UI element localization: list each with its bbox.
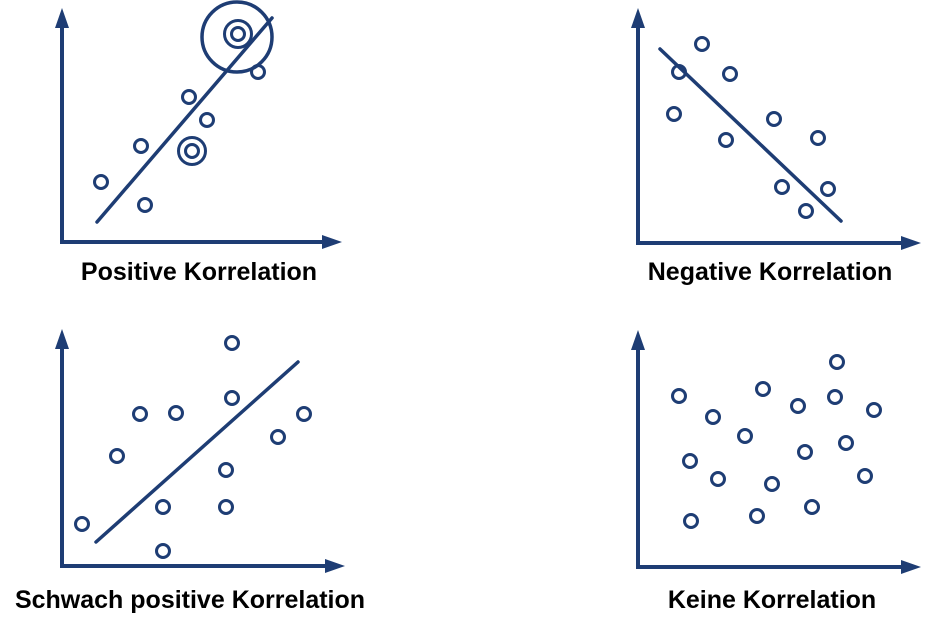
data-point [224,390,240,406]
data-point [168,405,184,421]
data-point [749,508,765,524]
data-point [666,106,682,122]
trend-line [94,360,300,544]
x-axis-arrow-icon [322,235,342,249]
data-point [764,476,780,492]
data-point [755,381,771,397]
data-point [810,130,826,146]
data-point [224,335,240,351]
data-point [296,406,312,422]
data-point [866,402,882,418]
data-point [790,398,806,414]
data-point [218,462,234,478]
data-point [820,181,836,197]
data-point [827,389,843,405]
data-point [737,428,753,444]
trend-line [658,47,843,223]
data-point [766,111,782,127]
data-point [838,435,854,451]
data-point [270,429,286,445]
data-point [694,36,710,52]
data-point [718,132,734,148]
emphasized-data-point-ring [177,136,207,166]
scatter-plot-positive-korrelation [55,0,342,249]
emphasized-data-point [230,26,246,42]
data-point [683,513,699,529]
data-point [109,448,125,464]
highlight-circle [200,0,274,74]
data-point [705,409,721,425]
data-point [797,444,813,460]
data-point [155,499,171,515]
data-point [798,203,814,219]
data-point [133,138,149,154]
data-point [671,388,687,404]
data-point [804,499,820,515]
data-point [218,499,234,515]
data-point [93,174,109,190]
caption-keine-korrelation: Keine Korrelation [667,586,877,614]
data-point [682,453,698,469]
caption-positive-korrelation: Positive Korrelation [80,258,318,286]
emphasized-data-point-ring [223,19,253,49]
y-axis-arrow-icon [631,330,645,350]
scatter-plot-keine-korrelation [631,330,921,574]
x-axis-arrow-icon [901,236,921,250]
emphasized-data-point [184,143,200,159]
data-point [181,89,197,105]
data-point [774,179,790,195]
data-point [74,516,90,532]
caption-negative-korrelation: Negative Korrelation [647,258,893,286]
x-axis-arrow-icon [325,559,345,573]
trend-line [95,16,274,224]
data-point [155,543,171,559]
data-point [829,354,845,370]
data-point [132,406,148,422]
caption-schwach-positive-korrelation: Schwach positive Korrelation [14,586,366,614]
y-axis-arrow-icon [55,8,69,28]
scatter-plot-negative-korrelation [631,8,921,250]
data-point [857,468,873,484]
y-axis-arrow-icon [631,8,645,28]
data-point [199,112,215,128]
y-axis-arrow-icon [55,329,69,349]
data-point [137,197,153,213]
scatter-plot-schwach-positive-korrelation [55,329,345,573]
data-point [722,66,738,82]
data-point [710,471,726,487]
x-axis-arrow-icon [901,560,921,574]
